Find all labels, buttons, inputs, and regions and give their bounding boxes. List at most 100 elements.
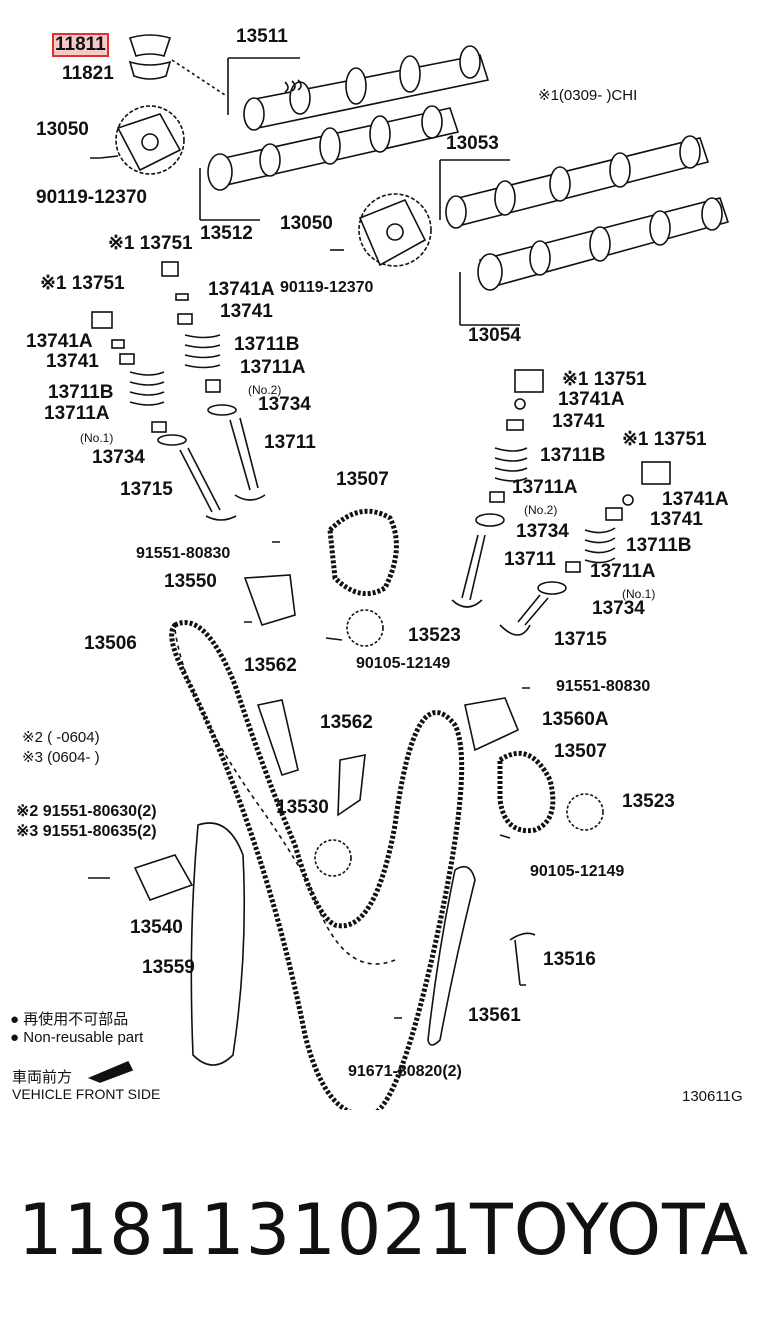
label-r13741A-b: 13741A	[662, 489, 729, 510]
label-r13741-a: 13741	[552, 411, 605, 432]
legend-en: ● Non-reusable part	[10, 1029, 144, 1046]
sprocket-13523-left	[346, 609, 384, 647]
label-r13711A-a: 13711A	[512, 477, 578, 498]
timing-chain-diagram: 11811 11821 13511 13050 90119-12370 1351…	[10, 26, 743, 1110]
tensioner-13550	[243, 574, 296, 626]
note-2: ※2 ( -0604)	[22, 729, 100, 746]
valve-train-left	[91, 261, 266, 521]
footer-part-number: 1181131021	[18, 1189, 474, 1271]
label-r13734-b: 13734	[592, 598, 645, 619]
highlighted-part-11811[interactable]: 11811	[52, 33, 109, 57]
front-label-cn: 車両前方	[12, 1069, 73, 1086]
label-bolt-2: ※2 91551-80630(2)	[16, 803, 157, 820]
label-90105-left: 90105-12149	[356, 655, 451, 672]
legend-en-text: Non-reusable part	[23, 1029, 144, 1046]
bearing-lower	[128, 60, 172, 80]
label-13550: 13550	[164, 571, 217, 592]
label-r13734-a: 13734	[516, 521, 569, 542]
label-r13711A-b: 13711A	[590, 561, 656, 582]
sprocket-13530	[314, 839, 352, 877]
guide-13562-upper	[256, 699, 299, 776]
label-13053: 13053	[446, 133, 499, 154]
diagram-ref: 130611G	[682, 1088, 743, 1105]
label-bolt-3: ※3 91551-80635(2)	[16, 823, 157, 840]
label-13507-left: 13507	[336, 469, 389, 490]
label-13741A-b: 13741A	[26, 331, 93, 352]
label-90119-right: 90119-12370	[280, 279, 374, 296]
camshaft-exhaust-right	[477, 197, 730, 291]
label-13050-left: 13050	[36, 119, 89, 140]
label-13741A-a: 13741A	[208, 279, 275, 300]
vvt-gear-right	[358, 193, 432, 267]
label-13751-a: ※1 13751	[108, 233, 193, 254]
label-r13516: 13516	[543, 949, 596, 970]
label-13530: 13530	[276, 797, 329, 818]
label-13050-right: 13050	[280, 213, 333, 234]
legend-cn: ● 再使用不可部品	[10, 1011, 129, 1028]
label-r13741-b: 13741	[650, 509, 703, 530]
label-r91551: 91551-80830	[556, 678, 651, 695]
label-13751-b: ※1 13751	[40, 273, 125, 294]
label-13711B-b: 13711B	[48, 382, 114, 403]
chain-slipper-13561	[427, 865, 476, 1046]
camshaft-intake-right	[445, 135, 710, 229]
label-13506: 13506	[84, 633, 137, 654]
camshaft-exhaust-left	[207, 105, 460, 191]
label-13711-a: 13711	[264, 432, 316, 453]
chain-guide-13559	[190, 822, 246, 1066]
label-13523-left: 13523	[408, 625, 461, 646]
label-13562-upper: 13562	[244, 655, 297, 676]
sprocket-13523-right	[566, 793, 604, 831]
label-r13715: 13715	[554, 629, 607, 650]
label-13711A-b: 13711A	[44, 403, 110, 424]
parts-drawing	[87, 34, 730, 1110]
vvt-gear-left	[115, 105, 185, 175]
front-label-en: VEHICLE FRONT SIDE	[12, 1086, 161, 1102]
label-rno1: (No.1)	[622, 587, 656, 601]
note-3: ※3 (0604- )	[22, 749, 100, 766]
label-13734-b: 13734	[92, 447, 145, 468]
label-r13561: 13561	[468, 1005, 521, 1026]
chain-13507-right	[497, 750, 556, 834]
timing-chain-13506	[169, 620, 465, 1110]
bearing-upper	[128, 34, 172, 57]
label-13540: 13540	[130, 917, 183, 938]
chi-note: ※1(0309- )CHI	[538, 87, 638, 104]
label-13511: 13511	[236, 26, 288, 47]
label-13559: 13559	[142, 957, 195, 978]
label-r90105: 90105-12149	[530, 863, 625, 880]
label-13562-lower: 13562	[320, 712, 373, 733]
front-arrow-icon	[87, 1060, 134, 1083]
label-13711B-a: 13711B	[234, 334, 300, 355]
label-13734-a: 13734	[258, 394, 311, 415]
valve-train-right	[451, 369, 671, 636]
guide-13562-lower	[337, 754, 366, 817]
oil-jet-13516	[509, 932, 536, 986]
label-13741-b: 13741	[46, 351, 99, 372]
label-11821: 11821	[62, 63, 114, 84]
tensioner-13540	[133, 854, 194, 901]
label-no2-a: (No.2)	[248, 383, 282, 397]
label-r13711: 13711	[504, 549, 556, 570]
label-r13711B-a: 13711B	[540, 445, 606, 466]
label-r13523: 13523	[622, 791, 675, 812]
label-r13507: 13507	[554, 741, 607, 762]
label-13711A-a: 13711A	[240, 357, 306, 378]
label-13715-b: 13715	[120, 479, 173, 500]
label-13741-a: 13741	[220, 301, 273, 322]
footer-brand: TOYOTA	[470, 1189, 750, 1271]
label-no1-b: (No.1)	[80, 431, 114, 445]
label-r13751-b: ※1 13751	[622, 429, 707, 450]
label-r13711B-b: 13711B	[626, 535, 692, 556]
label-rno2: (No.2)	[524, 503, 558, 517]
label-90119-left: 90119-12370	[36, 187, 147, 208]
label-r13560A: 13560A	[542, 709, 609, 730]
label-13054: 13054	[468, 325, 521, 346]
label-r13741A-a: 13741A	[558, 389, 625, 410]
tensioner-13560A	[464, 697, 520, 752]
label-91551-left: 91551-80830	[136, 545, 231, 562]
legend-cn-text: 再使用不可部品	[23, 1011, 129, 1028]
label-r13751-a: ※1 13751	[562, 369, 647, 390]
label-13512: 13512	[200, 223, 253, 244]
label-r91671: 91671-80820(2)	[348, 1063, 462, 1080]
